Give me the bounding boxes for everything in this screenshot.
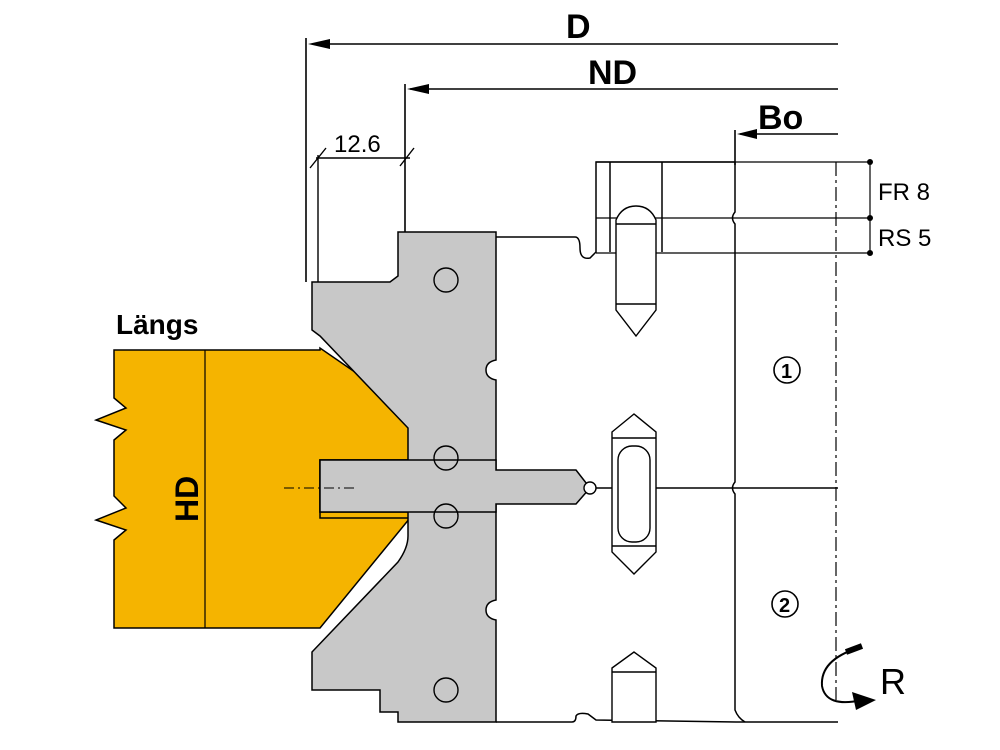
circle-2-outline	[771, 590, 799, 618]
circle-1-outline	[773, 356, 801, 384]
hole-1	[433, 267, 459, 293]
hole-3	[433, 503, 459, 529]
label-r: R	[880, 661, 906, 702]
dimension-d	[305, 38, 838, 282]
hole-4	[433, 677, 459, 703]
bottom-contour	[496, 712, 838, 723]
dim-bo-arrow	[737, 129, 757, 139]
rs-dot-bottom	[867, 250, 873, 256]
rotation-arrow-icon	[820, 643, 864, 704]
label-circle-1: 1	[781, 361, 792, 383]
label-hd: HD	[169, 476, 205, 522]
label-laengs: Längs	[116, 309, 198, 340]
label-d: D	[566, 8, 591, 46]
hub-outline	[496, 161, 838, 723]
spindle-stub	[319, 459, 591, 513]
dim-angle-tick-right	[399, 147, 415, 167]
fr-dot-top	[867, 159, 873, 165]
dim-d-arrow	[308, 39, 330, 49]
label-circle-2: 2	[779, 595, 790, 617]
dim-nd-arrow	[407, 84, 429, 94]
label-angle: 12.6	[334, 131, 381, 158]
dimension-angle	[309, 147, 415, 282]
top-contour	[496, 161, 735, 260]
pin-middle	[611, 413, 657, 575]
label-rs: RS 5	[878, 225, 931, 252]
pin-top	[615, 205, 657, 338]
bore-edge	[731, 162, 746, 723]
pin-bottom	[611, 651, 657, 723]
fr-dot-mid	[867, 215, 873, 221]
label-nd: ND	[588, 54, 637, 92]
label-bo: Bo	[758, 99, 803, 137]
hole-2	[433, 445, 459, 471]
label-fr: FR 8	[878, 179, 930, 206]
rotation-arrowhead-icon	[852, 692, 876, 710]
spindle-tip	[583, 481, 597, 495]
